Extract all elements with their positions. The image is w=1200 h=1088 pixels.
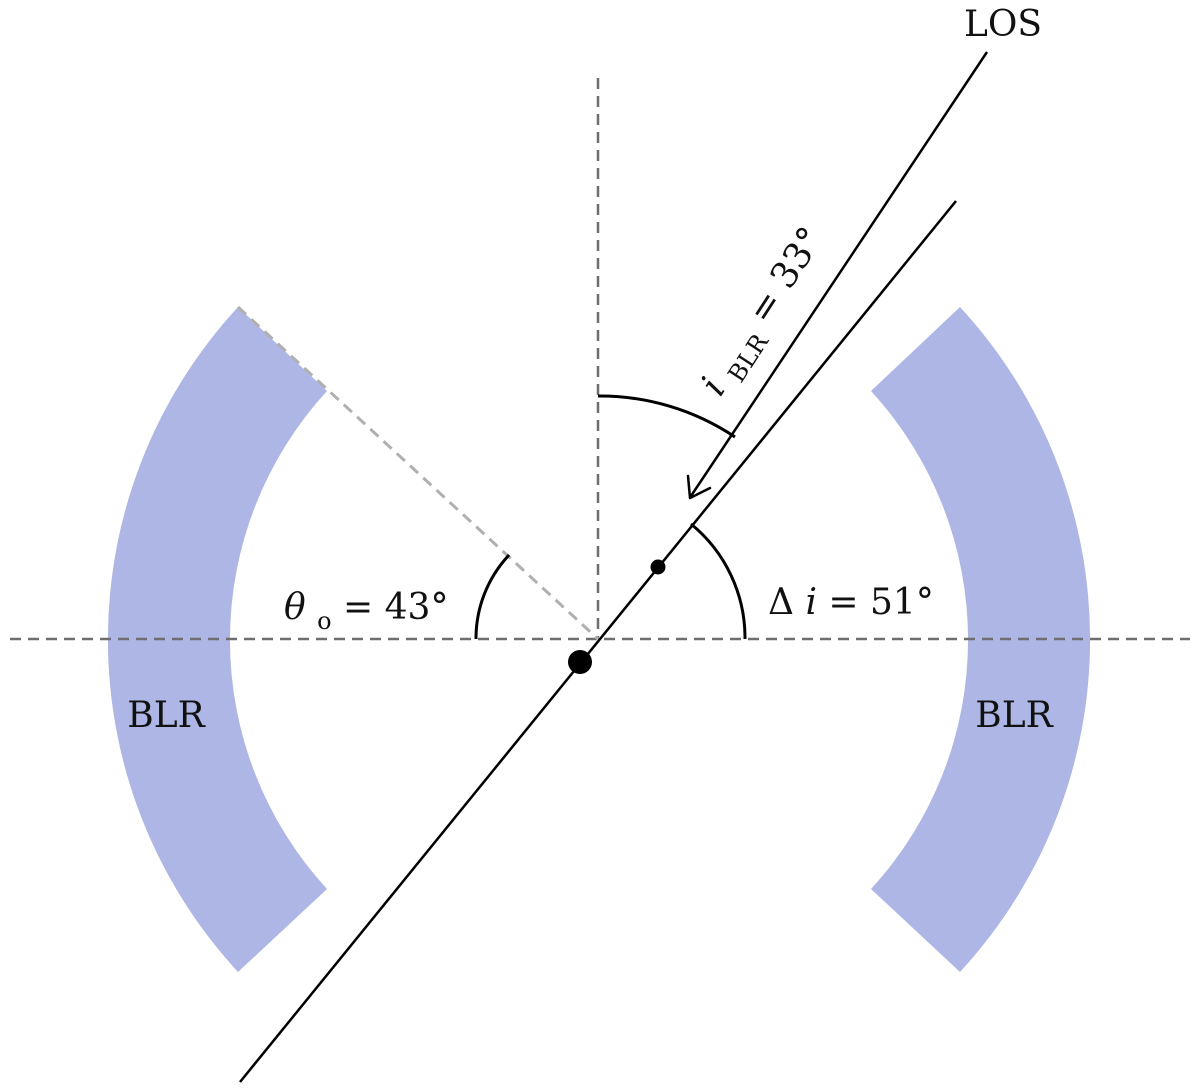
blr-right-region bbox=[871, 307, 1091, 972]
line-of-sight bbox=[689, 51, 989, 497]
theta-o-label: θ o = 43° bbox=[284, 587, 448, 638]
offset-source-dot bbox=[650, 559, 666, 575]
blr-right-label: BLR bbox=[975, 695, 1053, 736]
theta-symbol: θ bbox=[284, 587, 306, 628]
theta-subscript: o bbox=[317, 607, 331, 635]
blr-left-label: BLR bbox=[127, 695, 205, 736]
delta-symbol: Δ bbox=[768, 582, 794, 623]
cone-edge-dashed-line bbox=[236, 305, 600, 641]
theta-value: = 43° bbox=[343, 587, 448, 628]
los-label: LOS bbox=[964, 4, 1042, 45]
i-subscript: BLR bbox=[722, 328, 774, 387]
i-blr-arc bbox=[597, 394, 736, 439]
los-arrowhead bbox=[686, 474, 712, 500]
delta-variable: i bbox=[805, 582, 817, 623]
i-value: = 33° bbox=[740, 220, 832, 331]
delta-value: = 51° bbox=[828, 582, 933, 623]
central-source-dot bbox=[568, 650, 592, 674]
theta-o-arc bbox=[474, 553, 511, 640]
i-blr-label: i BLR = 33° bbox=[693, 220, 840, 408]
inclination-axis-line bbox=[239, 200, 957, 1083]
delta-i-arc bbox=[690, 522, 747, 640]
delta-i-label: Δ i = 51° bbox=[768, 582, 934, 623]
